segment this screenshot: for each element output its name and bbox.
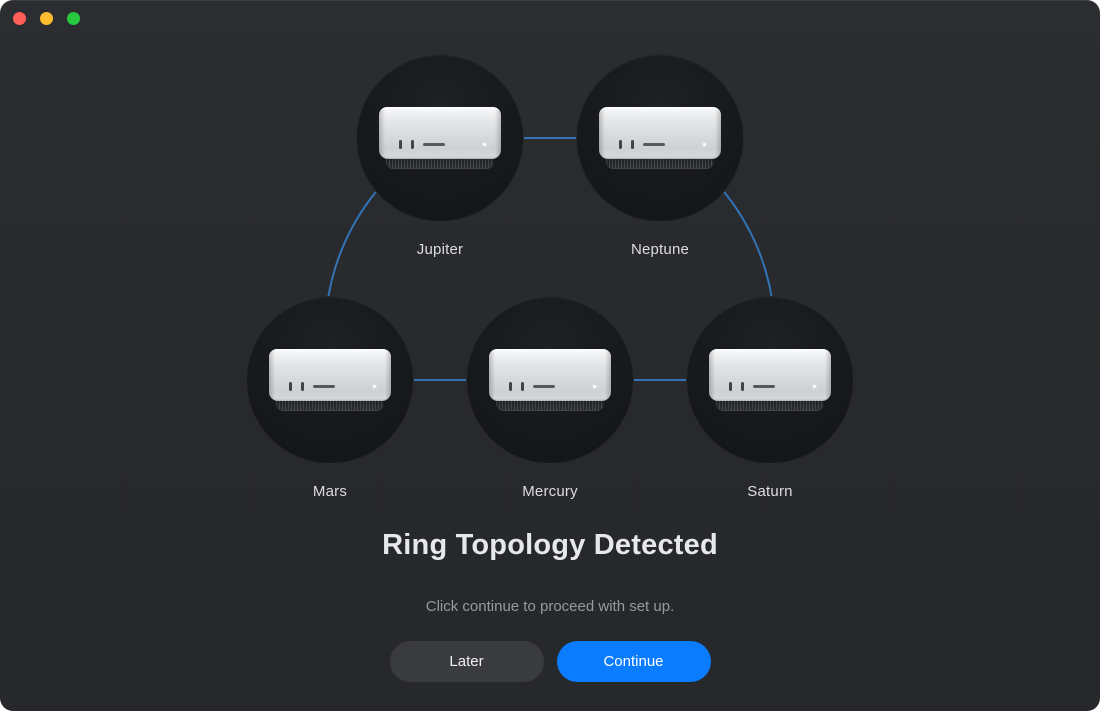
device-base [276,400,384,410]
mac-studio-device [269,349,391,410]
power-led-icon [483,143,486,146]
window-controls [13,12,80,25]
node-label: Jupiter [416,241,464,258]
ring-topology-diagram: Jupiter Neptune [246,54,854,501]
continue-button[interactable]: Continue [556,641,711,682]
node-circle [246,296,414,464]
node-circle [576,54,744,222]
action-buttons: Later Continue [0,641,1100,682]
usb-port-icon [301,382,304,391]
sd-card-slot-icon [423,143,445,146]
power-led-icon [593,385,596,388]
mac-studio-device [489,349,611,410]
mac-studio-device [709,349,831,410]
node-circle [356,54,524,222]
node-circle [686,296,854,464]
node-label: Mercury [522,483,578,500]
node-jupiter: Jupiter [356,54,524,259]
power-led-icon [373,385,376,388]
zoom-button[interactable] [67,12,80,25]
mac-studio-device [379,107,501,168]
usb-port-icon [411,140,414,149]
usb-port-icon [521,382,524,391]
power-led-icon [703,143,706,146]
node-mercury: Mercury [466,296,634,501]
device-base [386,158,494,168]
sd-card-slot-icon [533,385,555,388]
node-saturn: Saturn [686,296,854,501]
sd-card-slot-icon [313,385,335,388]
device-front [599,107,721,159]
later-button[interactable]: Later [389,641,544,682]
close-button[interactable] [13,12,26,25]
device-base [496,400,604,410]
mac-studio-device [599,107,721,168]
node-mars: Mars [246,296,414,501]
node-label: Mars [312,483,348,500]
usb-port-icon [509,382,512,391]
node-circle [466,296,634,464]
power-led-icon [813,385,816,388]
sd-card-slot-icon [753,385,775,388]
page-title: Ring Topology Detected [382,529,718,561]
device-front [269,349,391,401]
sd-card-slot-icon [643,143,665,146]
usb-port-icon [289,382,292,391]
usb-port-icon [399,140,402,149]
minimize-button[interactable] [40,12,53,25]
device-base [606,158,714,168]
node-label: Saturn [747,483,793,500]
device-front [489,349,611,401]
device-base [716,400,824,410]
node-label: Neptune [630,241,690,258]
usb-port-icon [741,382,744,391]
instruction-text: Click continue to proceed with set up. [425,598,675,615]
device-front [379,107,501,159]
usb-port-icon [729,382,732,391]
device-front [709,349,831,401]
node-neptune: Neptune [576,54,744,259]
usb-port-icon [619,140,622,149]
usb-port-icon [631,140,634,149]
